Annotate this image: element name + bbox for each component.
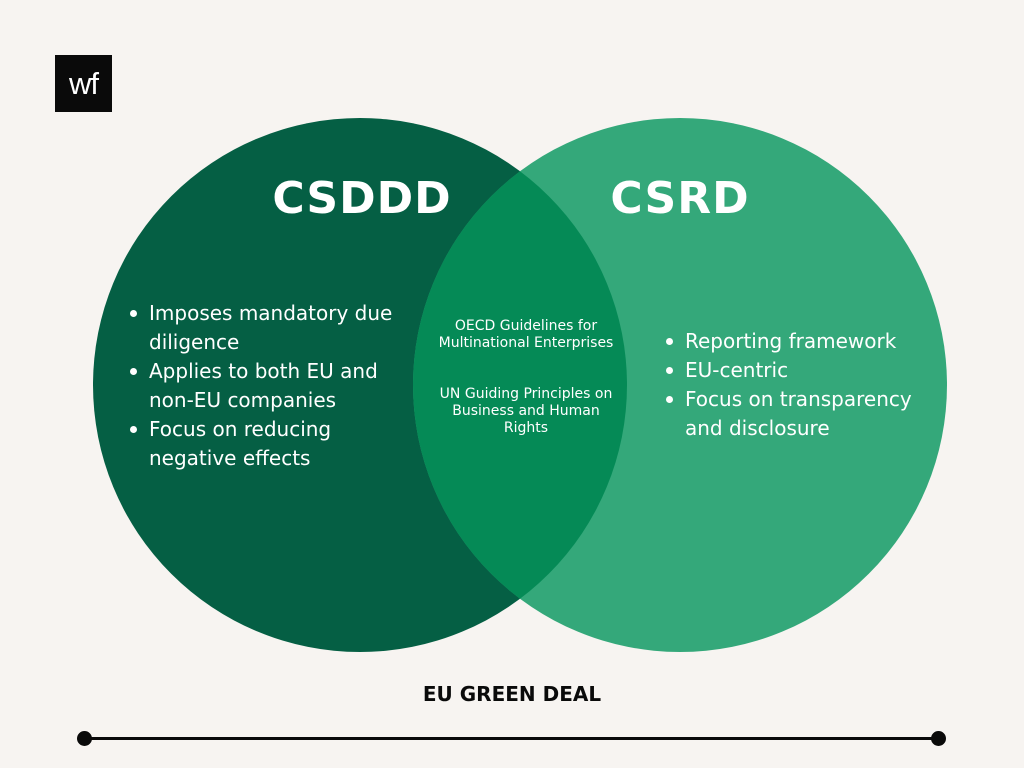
csrd-list: Reporting framework EU-centric Focus on … (663, 327, 943, 443)
overlap-item-ungp: UN Guiding Principles on Business and Hu… (439, 386, 613, 436)
csrd-title: CSRD (610, 173, 750, 224)
list-item: Applies to both EU and non-EU companies (127, 357, 407, 415)
csddd-title: CSDDD (272, 173, 452, 224)
timeline-line (85, 737, 939, 740)
list-item: Focus on reducing negative effects (127, 415, 407, 473)
csddd-list: Imposes mandatory due diligence Applies … (127, 299, 407, 473)
overlap-item-oecd: OECD Guidelines for Multinational Enterp… (438, 318, 614, 351)
list-item: Imposes mandatory due diligence (127, 299, 407, 357)
overlap-region (413, 118, 627, 652)
list-item: EU-centric (663, 356, 943, 385)
timeline-end-dot (931, 731, 946, 746)
eu-green-deal-label: EU GREEN DEAL (422, 682, 602, 706)
timeline-start-dot (77, 731, 92, 746)
list-item: Focus on transparency and disclosure (663, 385, 943, 443)
wf-logo: wf (55, 55, 112, 112)
list-item: Reporting framework (663, 327, 943, 356)
